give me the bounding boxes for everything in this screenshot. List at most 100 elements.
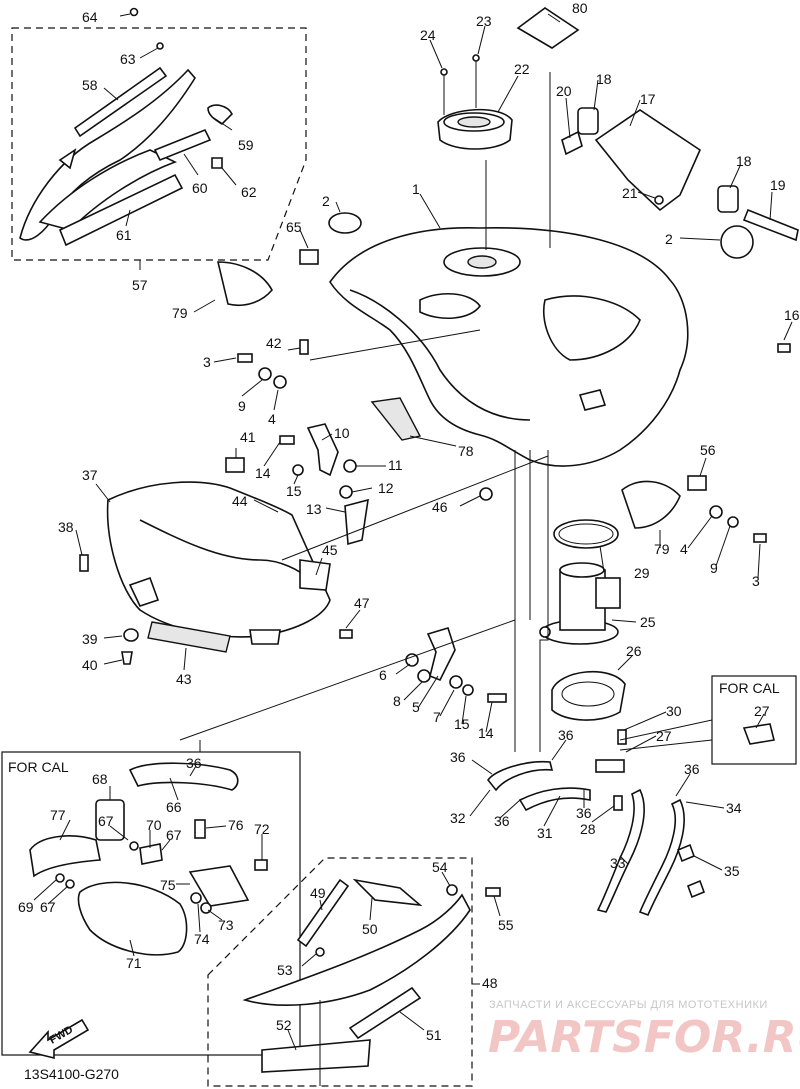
callout-49: 49 — [310, 885, 326, 901]
callout-27a: 27 — [656, 728, 672, 744]
callout-1: 1 — [412, 181, 420, 197]
gasket-2-part — [328, 212, 362, 234]
seal-78-part — [370, 397, 422, 441]
callout-67b: 67 — [166, 827, 182, 843]
callout-66: 66 — [166, 799, 182, 815]
callout-61: 61 — [116, 227, 132, 243]
callout-4b: 4 — [680, 541, 688, 557]
callout-47: 47 — [354, 595, 370, 611]
damper-41-part — [225, 457, 245, 473]
callout-72: 72 — [254, 821, 270, 837]
callout-8: 8 — [393, 693, 401, 709]
callout-73: 73 — [218, 917, 234, 933]
callout-7: 7 — [433, 709, 441, 725]
callout-19: 19 — [770, 177, 786, 193]
box-57-group — [11, 27, 307, 261]
callout-27b: 27 — [754, 703, 770, 719]
fuel-pump-25-part — [539, 562, 621, 645]
callout-36f: 36 — [186, 755, 202, 771]
callout-3a: 3 — [203, 354, 211, 370]
o-ring-29-part — [553, 519, 619, 549]
callout-76: 76 — [228, 817, 244, 833]
callout-22: 22 — [514, 61, 530, 77]
callout-3b: 3 — [752, 573, 760, 589]
callout-13: 13 — [306, 501, 322, 517]
leader-lines — [33, 13, 793, 1086]
callout-18b: 18 — [736, 153, 752, 169]
callout-25: 25 — [640, 614, 656, 630]
cover-79a-part — [216, 261, 273, 306]
callout-12: 12 — [378, 480, 394, 496]
callout-68: 68 — [92, 771, 108, 787]
callout-38: 38 — [58, 519, 74, 535]
callout-11: 11 — [388, 457, 403, 473]
callout-58: 58 — [82, 77, 98, 93]
callout-29: 29 — [634, 565, 650, 581]
callout-80: 80 — [572, 0, 588, 16]
callout-6: 6 — [379, 667, 387, 683]
gasket-2b-part — [720, 225, 754, 259]
joint-27-part — [742, 723, 775, 745]
callout-2b: 2 — [665, 231, 673, 247]
side-cover-57-part — [19, 7, 233, 247]
cowling-37-part — [106, 481, 331, 645]
callout-48: 48 — [482, 975, 498, 991]
callout-65: 65 — [286, 219, 302, 235]
callout-36c: 36 — [684, 761, 700, 777]
callout-41: 41 — [240, 429, 256, 445]
damper-65-part — [299, 249, 319, 265]
seal-43-part — [147, 621, 231, 653]
cal-canister-part — [29, 762, 268, 956]
callout-62: 62 — [241, 184, 257, 200]
callout-2a: 2 — [322, 193, 330, 209]
callout-9a: 9 — [238, 398, 246, 414]
callout-10: 10 — [334, 425, 350, 441]
callout-21: 21 — [622, 185, 638, 201]
callout-51: 51 — [426, 1027, 442, 1043]
callout-57: 57 — [132, 277, 148, 293]
callout-54: 54 — [432, 859, 448, 875]
callout-63: 63 — [120, 51, 136, 67]
callout-44: 44 — [232, 493, 248, 509]
callout-28: 28 — [580, 821, 596, 837]
callout-39: 39 — [82, 631, 98, 647]
callout-20: 20 — [556, 83, 572, 99]
callout-16: 16 — [784, 307, 800, 323]
callout-46: 46 — [432, 499, 448, 515]
callout-60: 60 — [192, 180, 208, 196]
callout-23: 23 — [476, 13, 492, 29]
callout-4a: 4 — [268, 411, 276, 427]
callout-32: 32 — [450, 810, 466, 826]
callout-36d: 36 — [494, 813, 510, 829]
callout-36b: 36 — [558, 727, 574, 743]
callout-34: 34 — [726, 800, 742, 816]
callout-18a: 18 — [596, 71, 612, 87]
callout-36a: 36 — [450, 749, 466, 765]
callout-15a: 15 — [286, 483, 302, 499]
callout-15b: 15 — [454, 716, 470, 732]
callout-55: 55 — [498, 917, 514, 933]
fuel-tank-1-part — [329, 227, 689, 467]
callout-26: 26 — [626, 643, 642, 659]
callout-52: 52 — [276, 1017, 292, 1033]
side-cover-48-part — [242, 878, 501, 1073]
callout-24: 24 — [420, 27, 436, 43]
callout-42: 42 — [266, 335, 282, 351]
callout-64: 64 — [82, 9, 98, 25]
canister-17-part — [561, 107, 799, 242]
callout-79b: 79 — [654, 541, 670, 557]
callout-17: 17 — [640, 91, 656, 107]
callout-36e: 36 — [576, 805, 592, 821]
hoses-part — [487, 729, 706, 917]
callout-37: 37 — [82, 467, 98, 483]
callout-69: 69 — [18, 899, 34, 915]
watermark-logo: PARTSFOR.RU — [488, 1012, 800, 1063]
for-cal-left-label: FOR CAL — [8, 759, 69, 775]
box-for-cal-left — [1, 751, 301, 1056]
fuel-cap-22-part — [437, 54, 513, 150]
diagram-code: 13S4100-G270 — [24, 1066, 119, 1082]
plate-26-part — [551, 670, 626, 721]
callout-78: 78 — [458, 443, 474, 459]
stay-13-part — [344, 498, 369, 546]
